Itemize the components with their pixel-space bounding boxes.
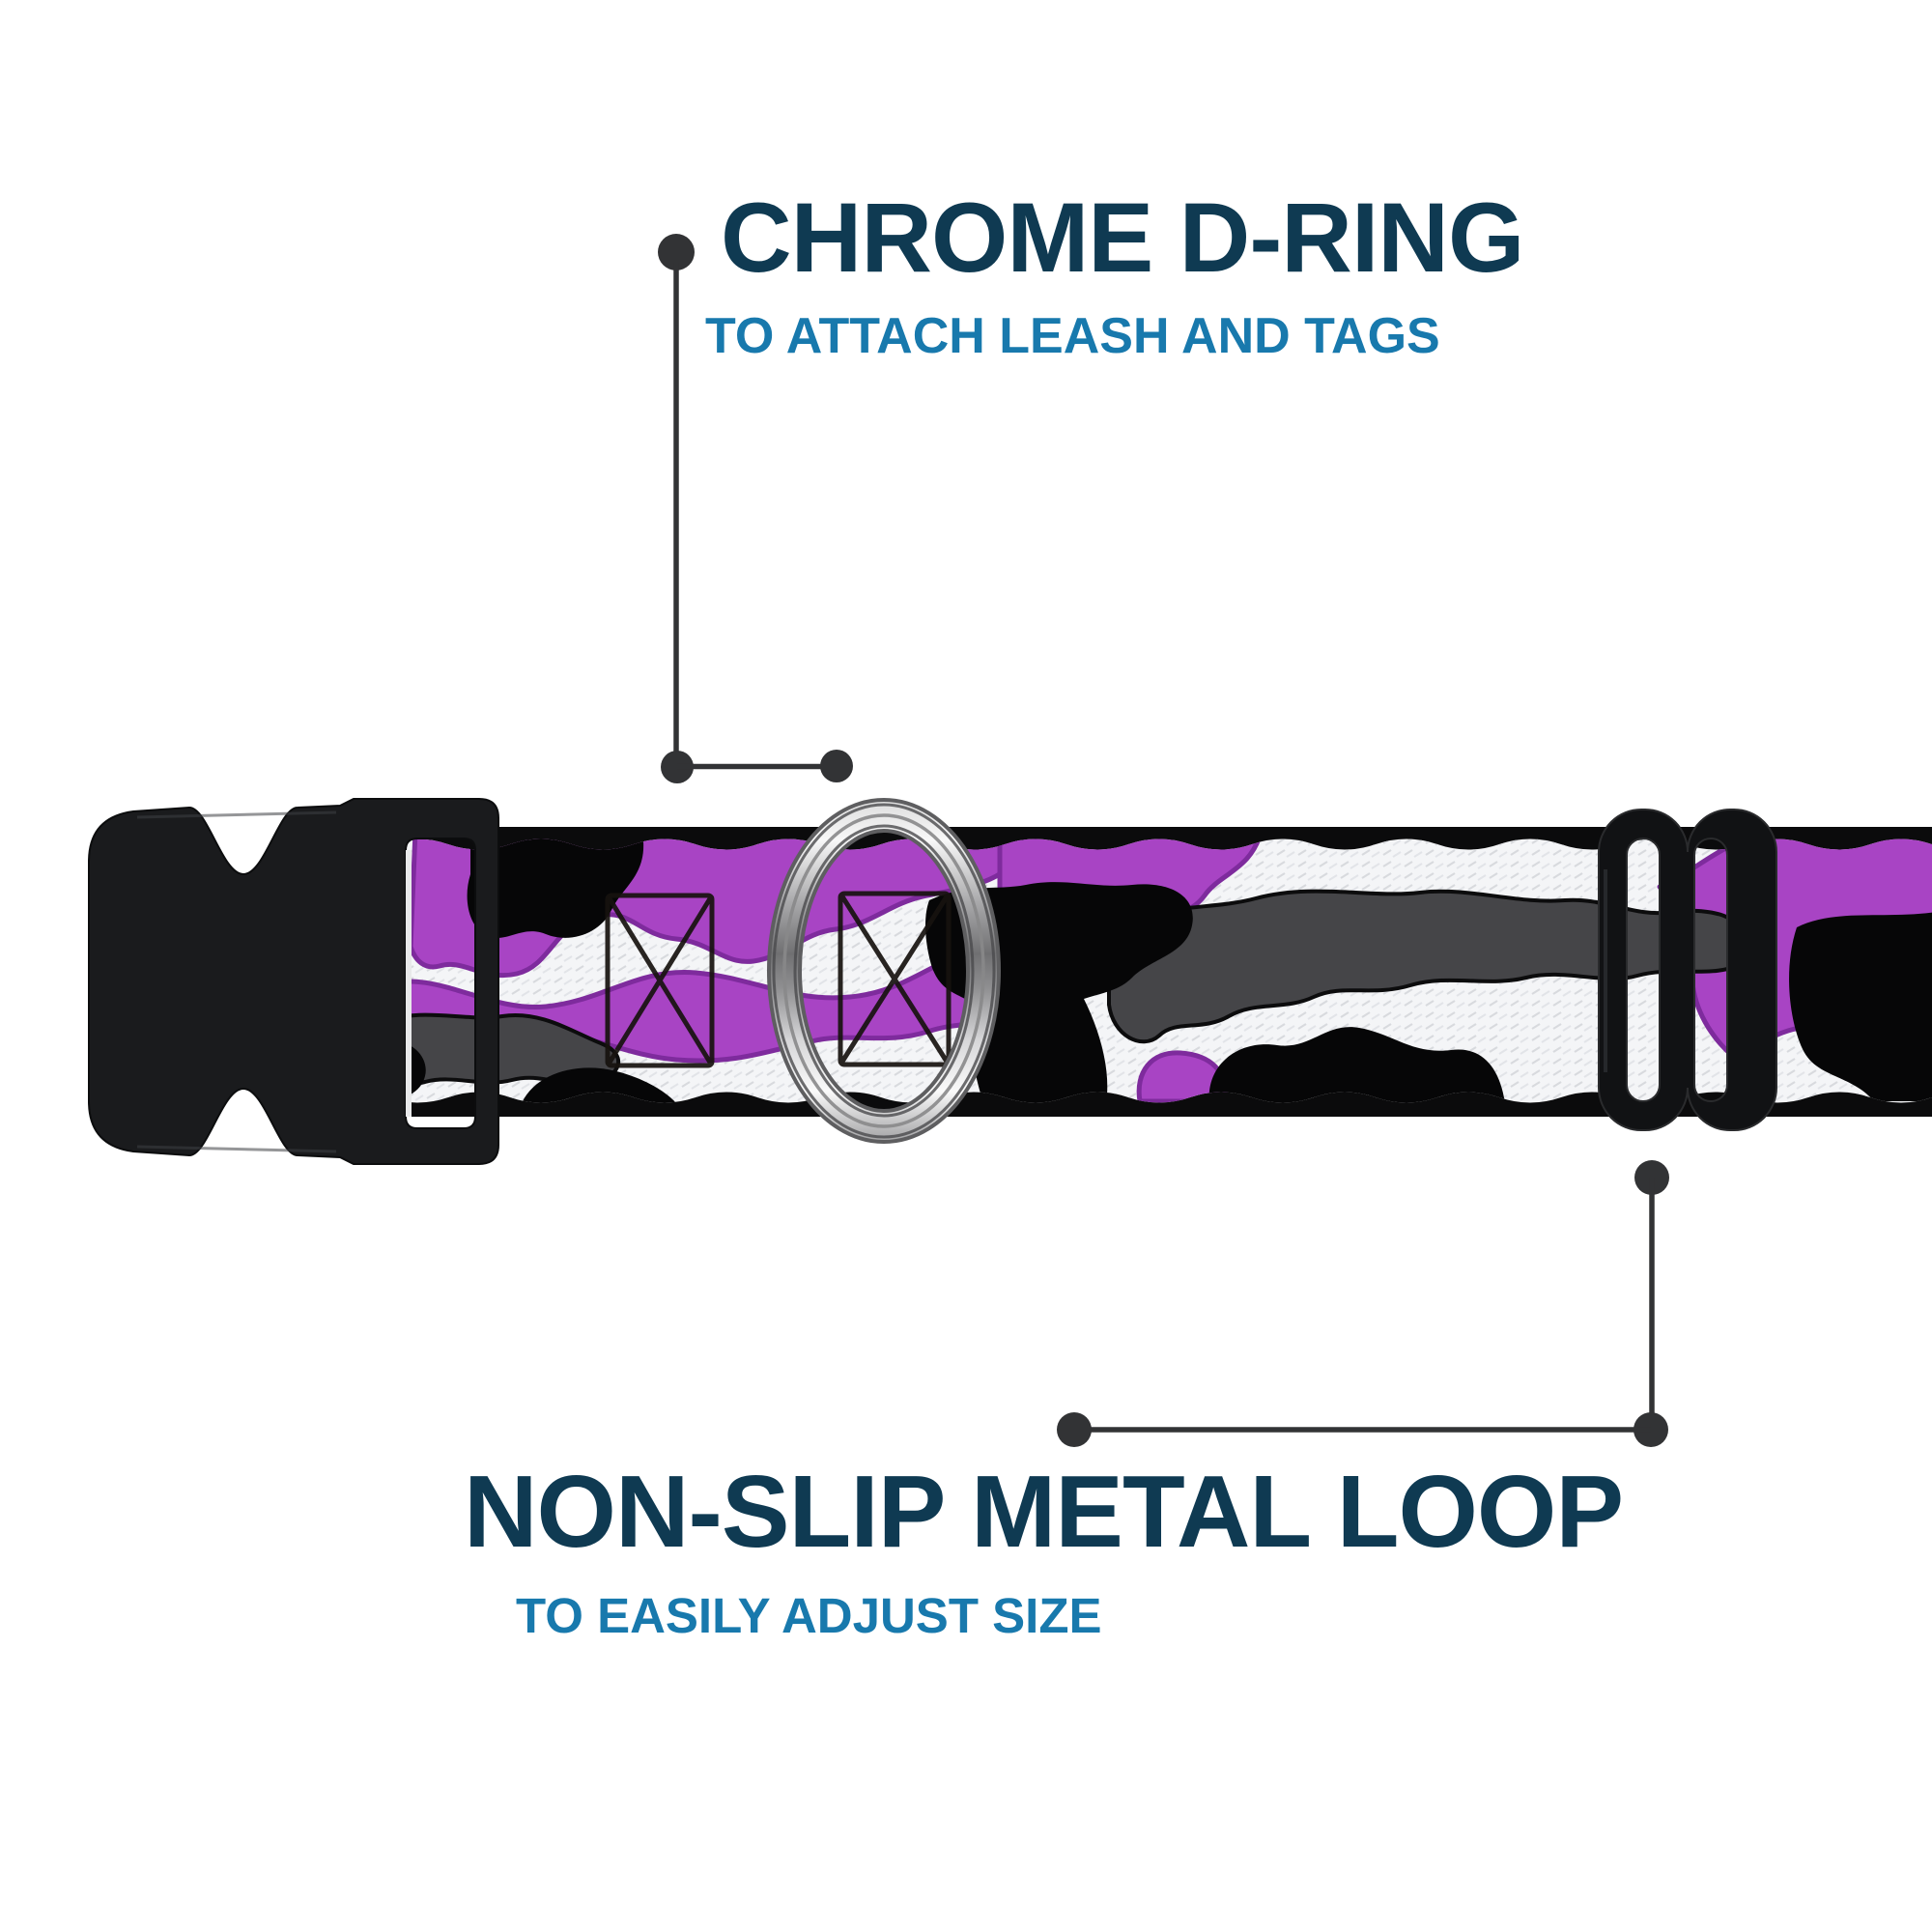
camo-black-bottom-left	[522, 1067, 676, 1103]
buckle-mold-highlight	[136, 810, 337, 1153]
callout-graphics	[658, 234, 1669, 1447]
top-callout-title: CHROME D-RING	[721, 183, 1524, 293]
camo-black-bottom-center	[1208, 1027, 1505, 1103]
callout-dot-bottom-label	[1057, 1412, 1092, 1447]
stitch-box-left	[605, 893, 715, 1068]
callout-dot-top-target	[820, 750, 853, 782]
camo-black-right	[1789, 912, 1932, 1101]
bottom-callout-title: NON-SLIP METAL LOOP	[464, 1455, 1624, 1569]
side-release-buckle	[88, 798, 499, 1165]
top-callout-subtitle: TO ATTACH LEASH AND TAGS	[705, 308, 1440, 364]
stitching	[605, 891, 952, 1068]
collar-band	[386, 827, 1932, 1117]
stitch-box-right	[838, 891, 952, 1067]
callout-bottom	[1057, 1160, 1669, 1447]
callout-dot-top-label	[658, 234, 695, 270]
bottom-callout-subtitle: TO EASILY ADJUST SIZE	[516, 1588, 1102, 1643]
chrome-d-ring	[767, 798, 1001, 1144]
metal-loop	[1598, 809, 1777, 1131]
camo-black-left	[467, 838, 644, 938]
callout-top	[658, 234, 853, 783]
